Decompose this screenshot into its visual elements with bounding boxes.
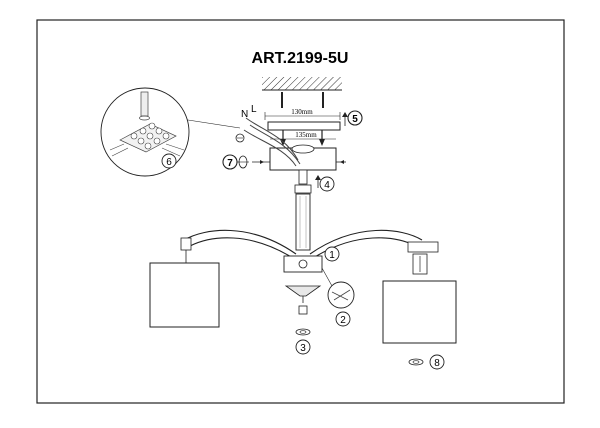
callout-8-label: 8 [434,358,440,369]
dimension-130: 130mm [264,108,341,120]
wire-label-n: N [241,109,248,120]
callout-7-label: 7 [227,158,233,169]
callout-6-label: 6 [166,157,172,168]
mounting-bracket: 135mm [267,121,341,146]
page-frame [36,19,565,404]
left-lamp-shade [149,237,220,328]
callout-1: 1 [324,246,340,262]
supply-wires [243,117,301,167]
callout-2-label: 2 [340,315,346,326]
callout-5: 5 [342,110,363,126]
ring-icon [408,358,424,366]
bottom-cap [284,285,322,315]
central-body [283,255,323,273]
callout-7: 7 [222,154,238,170]
callout-2: 2 [335,311,351,327]
callout-4-label: 4 [324,180,330,191]
wire-label-l: L [251,104,257,115]
model-title: ART.2199-5U [252,50,349,67]
ceiling-screws [281,92,324,108]
callout-6: 6 [161,153,177,169]
canopy [252,144,346,171]
callout-8: 8 [429,354,445,370]
detail-2-leader [321,267,333,287]
callout-1-label: 1 [329,250,335,261]
right-lamp-shade [382,241,457,344]
dimension-130-label: 130mm [291,108,313,116]
dimension-135-label: 135mm [295,131,317,139]
callout-3-label: 3 [300,343,306,354]
fastener-detail [327,281,355,309]
lamp-stem [294,169,312,251]
callout-3: 3 [295,339,311,355]
callout-4: 4 [315,175,335,192]
callout-5-label: 5 [352,114,358,125]
ceiling [262,77,342,91]
washer-icon [295,328,311,336]
screw-washer-icon [237,155,249,169]
